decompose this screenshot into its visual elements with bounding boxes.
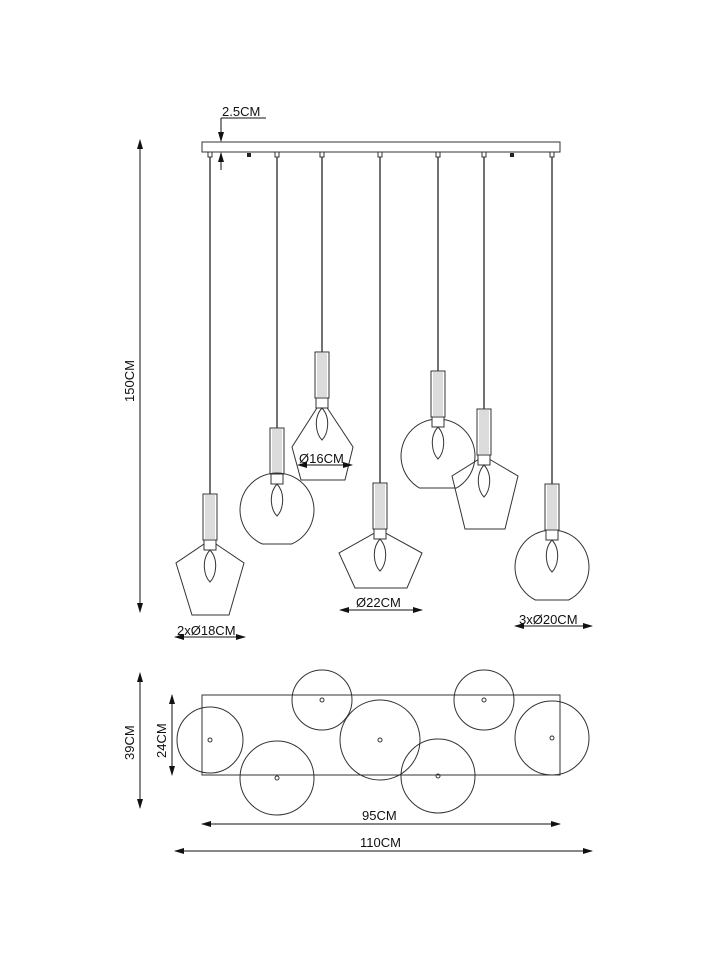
shade-outline xyxy=(400,738,476,814)
cord-point xyxy=(207,737,213,743)
depth-total-label: 39CM xyxy=(122,725,137,760)
cord-point xyxy=(435,773,441,779)
pendant xyxy=(239,427,315,545)
width-total-label: 110CM xyxy=(360,835,401,850)
cord-point xyxy=(377,737,383,743)
shade-22-label: Ø22CM xyxy=(356,595,401,610)
shade-outline xyxy=(239,740,315,816)
bulb xyxy=(545,539,559,573)
pentagon-shade xyxy=(338,529,423,589)
cord-point xyxy=(274,775,280,781)
canopy-screw xyxy=(247,153,251,157)
pendant xyxy=(175,493,245,616)
bulb-socket xyxy=(545,529,559,541)
bulb-socket xyxy=(373,528,387,540)
cord-clamp xyxy=(377,151,383,158)
bulb xyxy=(203,549,217,583)
cord-clamp xyxy=(549,151,555,158)
cords xyxy=(207,151,555,494)
pentagon-shade xyxy=(291,399,354,481)
cord-point xyxy=(549,735,555,741)
canopy-screw xyxy=(510,153,514,157)
pendant xyxy=(291,351,354,481)
bulb-socket xyxy=(315,397,329,409)
shade-20-label: 3xØ20CM xyxy=(519,612,578,627)
shade-18-label: 2xØ18CM xyxy=(177,623,236,638)
bulb xyxy=(270,483,284,517)
bulb xyxy=(431,426,445,460)
globe-shade xyxy=(239,472,315,545)
bulb xyxy=(315,407,329,441)
bulb-socket xyxy=(477,454,491,466)
pendant xyxy=(514,483,590,601)
width-canopy-label: 95CM xyxy=(362,808,397,823)
cord-clamp xyxy=(319,151,325,158)
pendant xyxy=(400,370,476,489)
shade-outline xyxy=(514,700,590,776)
pentagon-shade xyxy=(451,455,519,530)
cord-clamp xyxy=(481,151,487,158)
shade-outline xyxy=(291,669,353,731)
bulb-socket xyxy=(270,473,284,485)
plan-view xyxy=(176,669,590,816)
bulb-socket xyxy=(431,416,445,428)
canopy-bar xyxy=(201,141,561,153)
cord-clamp xyxy=(207,151,213,158)
pendants xyxy=(175,351,590,616)
globe-shade xyxy=(400,418,476,489)
shade-outline xyxy=(339,699,421,781)
cord-point xyxy=(481,697,487,703)
cord-point xyxy=(319,697,325,703)
bulb xyxy=(373,538,387,572)
pendant xyxy=(451,408,519,530)
bulb-socket xyxy=(203,539,217,551)
canopy-plan xyxy=(201,694,561,776)
shade-outline xyxy=(176,706,244,774)
bulb xyxy=(477,464,491,498)
total-height-label: 150CM xyxy=(122,360,137,402)
cord-clamp xyxy=(435,151,441,158)
shade-outline xyxy=(453,669,515,731)
cord-clamp xyxy=(274,151,280,158)
pendant xyxy=(338,482,423,589)
depth-canopy-label: 24CM xyxy=(154,723,169,758)
canopy-height-label: 2.5CM xyxy=(222,104,260,119)
pentagon-shade xyxy=(175,539,245,616)
shade-16-label: Ø16CM xyxy=(299,451,344,466)
